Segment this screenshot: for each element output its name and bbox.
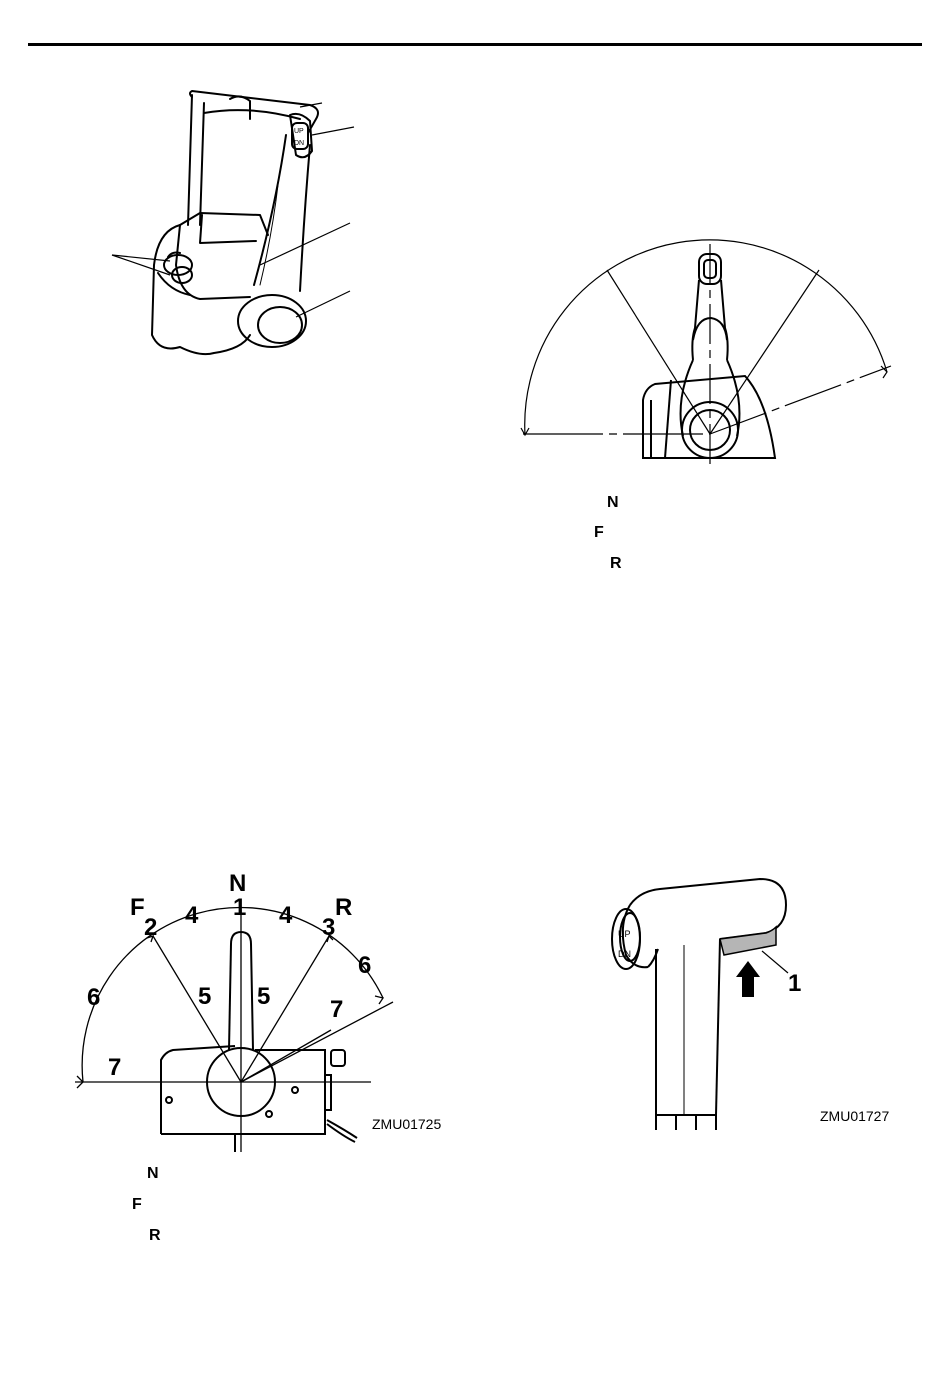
bl-legend-r: R: [149, 1228, 161, 1244]
bl-callout-1: 1: [233, 896, 246, 920]
bl-callout-5b: 5: [257, 985, 270, 1009]
br-switch-dn: DN: [618, 949, 631, 959]
br-callout-1: 1: [788, 972, 801, 996]
tl-switch-dn: DN: [294, 140, 304, 147]
t-handle-illustration: UP DN: [600, 865, 800, 1135]
bl-callout-5a: 5: [198, 985, 211, 1009]
bl-label-f: F: [130, 896, 145, 920]
bl-callout-6a: 6: [87, 986, 100, 1010]
tr-legend-f: F: [594, 525, 604, 541]
bl-callout-4a: 4: [185, 904, 198, 928]
bl-label-n: N: [229, 872, 246, 896]
bl-legend-f: F: [132, 1197, 142, 1213]
bl-label-r: R: [335, 896, 352, 920]
bl-callout-7a: 7: [108, 1056, 121, 1080]
tr-legend-n: N: [607, 495, 619, 511]
br-switch-up: UP: [618, 929, 631, 939]
br-figure-code: ZMU01727: [820, 1108, 889, 1124]
bl-callout-4b: 4: [279, 904, 292, 928]
bl-callout-7b: 7: [330, 998, 343, 1022]
bl-callout-3: 3: [322, 916, 335, 940]
numbered-angle-diagram: [75, 910, 405, 1155]
bl-figure-code: ZMU01725: [372, 1116, 441, 1132]
bl-callout-6b: 6: [358, 954, 371, 978]
tr-legend-r: R: [610, 556, 622, 572]
bl-legend-n: N: [147, 1166, 159, 1182]
remote-control-illustration: UP DN: [100, 85, 370, 365]
header-rule: [28, 43, 922, 46]
tl-switch-up: UP: [294, 128, 304, 135]
lever-angle-diagram: [515, 240, 905, 465]
bl-callout-2: 2: [144, 916, 157, 940]
